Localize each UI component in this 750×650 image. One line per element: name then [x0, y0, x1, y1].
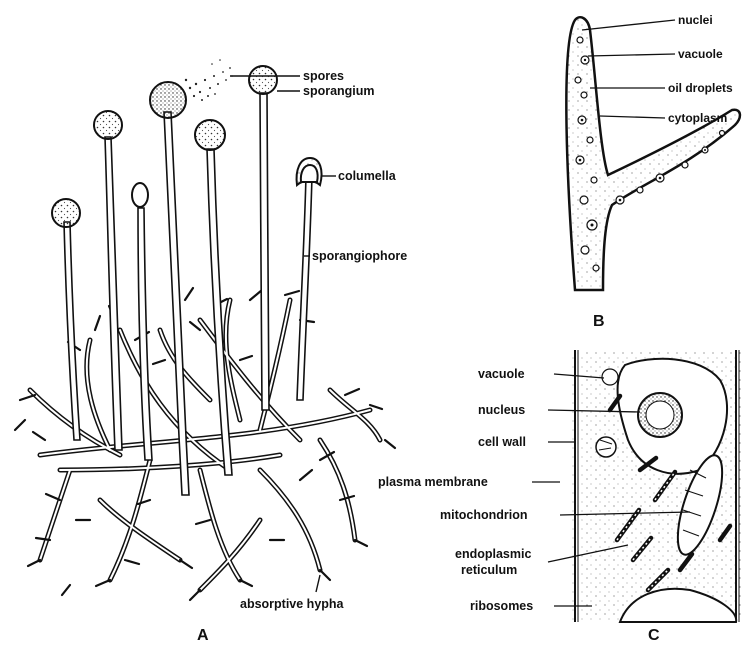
panel-label-b: B [593, 313, 605, 331]
spore-burst [185, 59, 233, 101]
label-vacuole-c: vacuole [478, 367, 525, 381]
mycelium-network [30, 300, 380, 590]
label-spores: spores [303, 69, 344, 83]
panel-label-c: C [648, 627, 660, 645]
label-er-line2: reticulum [461, 563, 517, 577]
label-ribosomes: ribosomes [470, 599, 533, 613]
panel-label-a: A [197, 627, 209, 645]
panel-a-drawing [15, 59, 395, 600]
label-er-line1: endoplasmic [455, 547, 531, 561]
label-absorptive-hypha: absorptive hypha [240, 597, 344, 611]
label-plasma-membrane: plasma membrane [378, 475, 488, 489]
label-sporangium: sporangium [303, 84, 375, 98]
label-mitochondrion: mitochondrion [440, 508, 528, 522]
label-nucleus: nucleus [478, 403, 525, 417]
label-sporangiophore: sporangiophore [312, 249, 407, 263]
label-cell-wall: cell wall [478, 435, 526, 449]
panel-c-drawing [532, 350, 742, 622]
label-columella: columella [338, 169, 396, 183]
label-vacuole-b: vacuole [678, 47, 723, 61]
label-nuclei: nuclei [678, 13, 713, 27]
label-oil-droplets: oil droplets [668, 81, 733, 95]
label-cytoplasm: cytoplasm [668, 111, 727, 125]
sporangia [52, 66, 322, 227]
